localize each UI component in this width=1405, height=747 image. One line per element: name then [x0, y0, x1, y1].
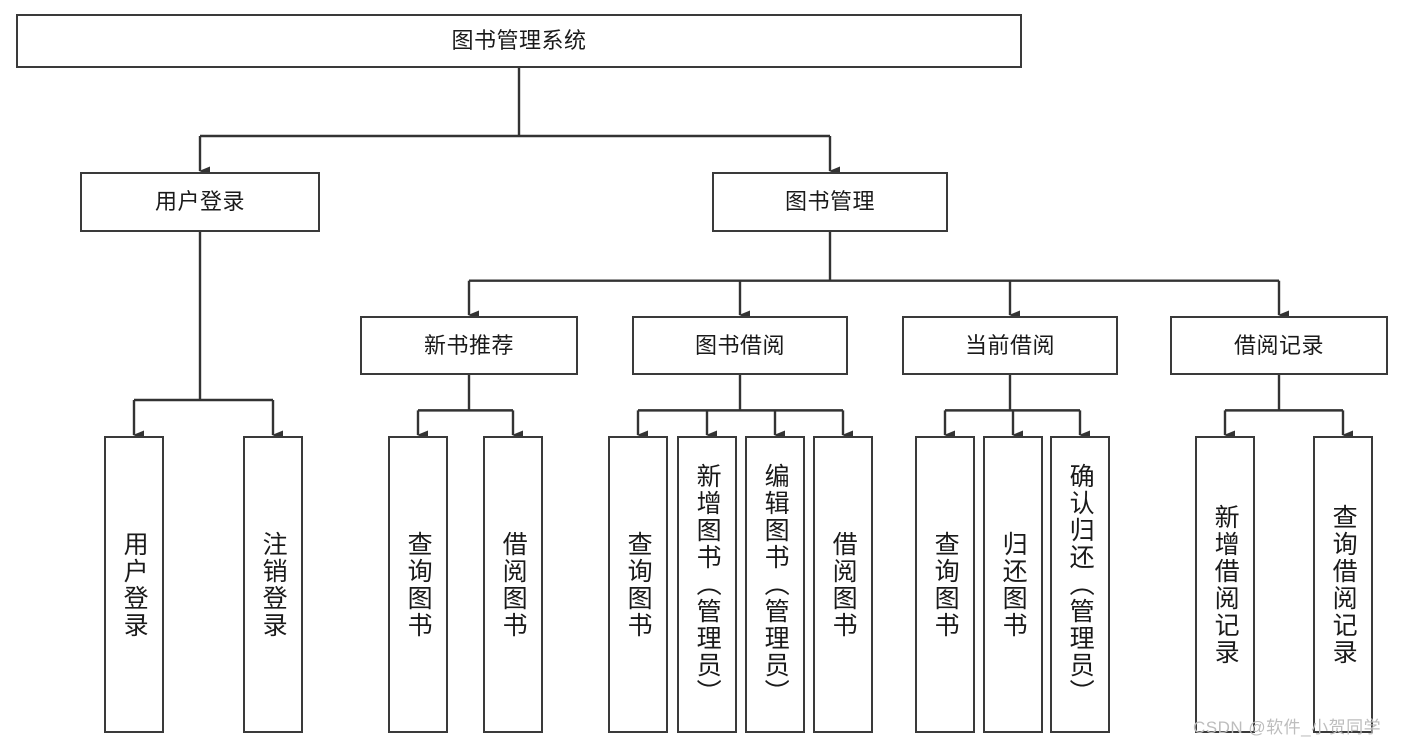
- node-book-manage[interactable]: 图书管理: [712, 172, 948, 232]
- node-user-login[interactable]: 用户登录: [80, 172, 320, 232]
- node-leaf-add-record[interactable]: 新增借阅记录: [1195, 436, 1255, 733]
- node-leaf-query-book-2[interactable]: 查询图书: [608, 436, 668, 733]
- node-label: 借阅图书: [499, 530, 528, 639]
- node-label: 查询图书: [404, 530, 433, 639]
- node-leaf-borrow-book-1[interactable]: 借阅图书: [483, 436, 543, 733]
- node-label: 归还图书: [999, 530, 1028, 639]
- node-book-borrow[interactable]: 图书借阅: [632, 316, 848, 375]
- connector-lines: [132, 68, 1353, 440]
- node-label: 新书推荐: [423, 332, 514, 358]
- node-label: 借阅记录: [1233, 332, 1324, 358]
- node-leaf-user-login[interactable]: 用户登录: [104, 436, 164, 733]
- node-leaf-query-record[interactable]: 查询借阅记录: [1313, 436, 1373, 733]
- node-new-book-rec[interactable]: 新书推荐: [360, 316, 578, 375]
- node-label: 新增借阅记录: [1211, 503, 1240, 666]
- node-root[interactable]: 图书管理系统: [16, 14, 1022, 68]
- node-leaf-add-book[interactable]: 新增图书（管理员）: [677, 436, 737, 733]
- node-borrow-record[interactable]: 借阅记录: [1170, 316, 1388, 375]
- node-leaf-edit-book[interactable]: 编辑图书（管理员）: [745, 436, 805, 733]
- node-label: 图书借阅: [694, 332, 785, 358]
- node-label: 新增图书（管理员）: [693, 463, 722, 706]
- node-leaf-borrow-book-2[interactable]: 借阅图书: [813, 436, 873, 733]
- node-leaf-logout[interactable]: 注销登录: [243, 436, 303, 733]
- node-label: 查询图书: [931, 530, 960, 639]
- node-leaf-confirm-return[interactable]: 确认归还（管理员）: [1050, 436, 1110, 733]
- node-current-borrow[interactable]: 当前借阅: [902, 316, 1118, 375]
- node-leaf-return-book[interactable]: 归还图书: [983, 436, 1043, 733]
- node-label: 确认归还（管理员）: [1066, 463, 1095, 706]
- node-label: 编辑图书（管理员）: [761, 463, 790, 706]
- node-label: 查询借阅记录: [1329, 503, 1358, 666]
- node-label: 图书管理系统: [451, 28, 587, 54]
- csdn-watermark: CSDN @软件_小贺同学: [1193, 718, 1382, 737]
- node-label: 查询图书: [624, 530, 653, 639]
- node-label: 当前借阅: [964, 332, 1055, 358]
- node-label: 注销登录: [259, 530, 288, 639]
- node-label: 图书管理: [784, 189, 875, 215]
- node-label: 用户登录: [154, 189, 245, 215]
- node-leaf-query-book-3[interactable]: 查询图书: [915, 436, 975, 733]
- node-leaf-query-book-1[interactable]: 查询图书: [388, 436, 448, 733]
- node-label: 借阅图书: [829, 530, 858, 639]
- node-label: 用户登录: [120, 530, 149, 639]
